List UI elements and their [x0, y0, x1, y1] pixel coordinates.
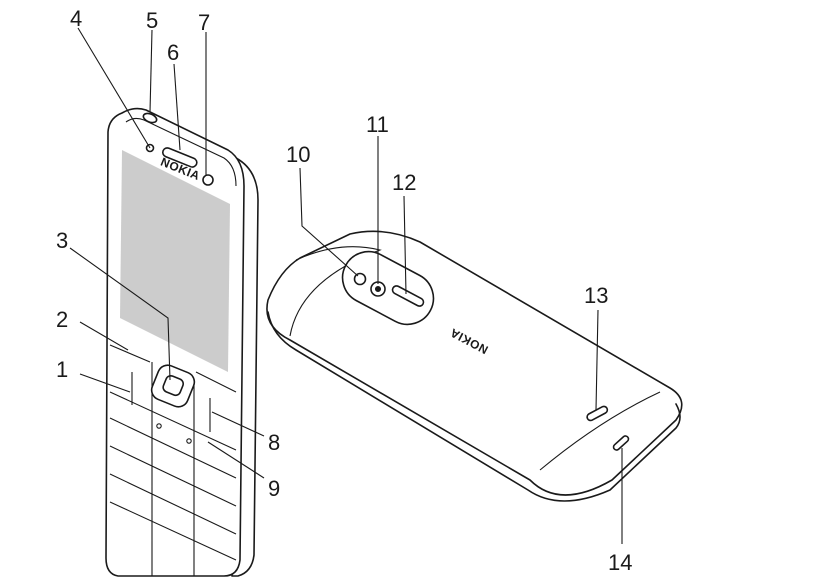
- callout-1: 1: [56, 357, 68, 382]
- front-phone: NOKIA: [106, 109, 258, 576]
- callout-10: 10: [286, 142, 310, 167]
- callout-3: 3: [56, 228, 68, 253]
- callout-5: 5: [146, 8, 158, 33]
- callout-2: 2: [56, 307, 68, 332]
- rear-camera-lens-inner: [376, 287, 381, 292]
- leader-line-5: [150, 30, 152, 112]
- callout-13: 13: [584, 283, 608, 308]
- back-phone-body: [267, 231, 682, 495]
- callout-9: 9: [268, 476, 280, 501]
- callout-14: 14: [608, 550, 632, 575]
- callout-6: 6: [167, 40, 179, 65]
- callout-12: 12: [392, 170, 416, 195]
- callout-4: 4: [70, 6, 82, 31]
- callout-8: 8: [268, 430, 280, 455]
- back-phone: NOKIA: [267, 231, 682, 501]
- callout-11: 11: [366, 112, 389, 137]
- callout-7: 7: [198, 10, 210, 35]
